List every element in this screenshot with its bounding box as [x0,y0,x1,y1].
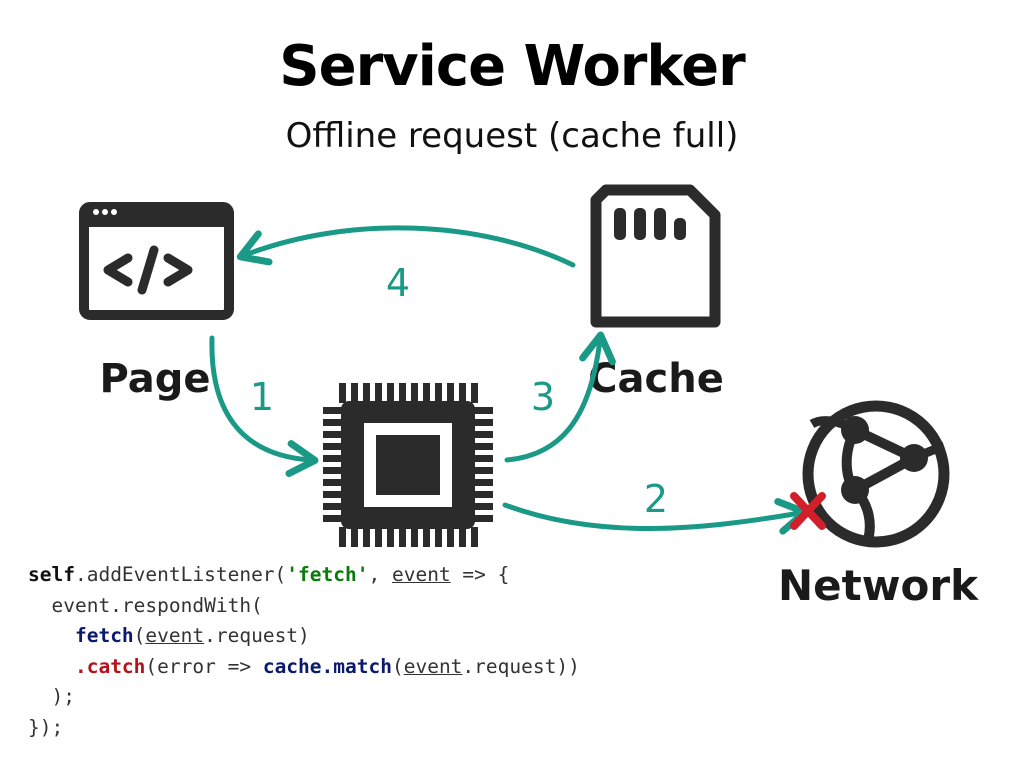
step-3-label: 3 [531,375,555,419]
code-text: => { [450,563,510,586]
slide-subtitle: Offline request (cache full) [285,116,739,156]
arrow-step-3 [504,331,616,463]
x-mark-icon [790,492,826,530]
code-text: .addEventListener( [74,563,287,586]
code-window-icon [79,202,234,320]
code-param: event [145,624,205,647]
code-text: .request)) [462,654,580,678]
code-cache-match-call: cache.match [262,654,392,678]
code-param: event [391,563,451,586]
code-text: }); [28,715,64,739]
code-indent [28,655,75,678]
cpu-chip-icon [323,383,493,547]
code-param: event [403,654,463,678]
code-text: , [368,563,392,586]
code-text: ); [28,685,75,708]
code-text: ( [133,624,146,647]
step-2-label: 2 [644,477,668,521]
arrow-step-4 [236,225,576,268]
slide-title: Service Worker [279,34,746,99]
arrow-step-1 [209,335,319,478]
code-string: 'fetch' [286,563,369,586]
code-indent [28,624,75,647]
code-text: .request) [204,624,310,647]
arrow-step-2 [502,498,809,535]
fetch-handler-code: self.addEventListener('fetch', event => … [28,560,580,743]
code-catch-call: .catch [74,654,146,678]
code-text: ( [391,654,404,678]
network-label: Network [778,561,979,610]
code-self-keyword: self [28,563,75,586]
page-label: Page [100,356,211,402]
code-fetch-call: fetch [74,624,134,647]
step-4-label: 4 [386,261,410,305]
cache-label: Cache [588,356,724,402]
code-text: event.respondWith( [28,593,263,617]
step-1-label: 1 [250,375,274,419]
sd-card-icon [590,184,721,328]
code-text: (error => [145,654,263,678]
globe-network-icon [802,400,950,548]
